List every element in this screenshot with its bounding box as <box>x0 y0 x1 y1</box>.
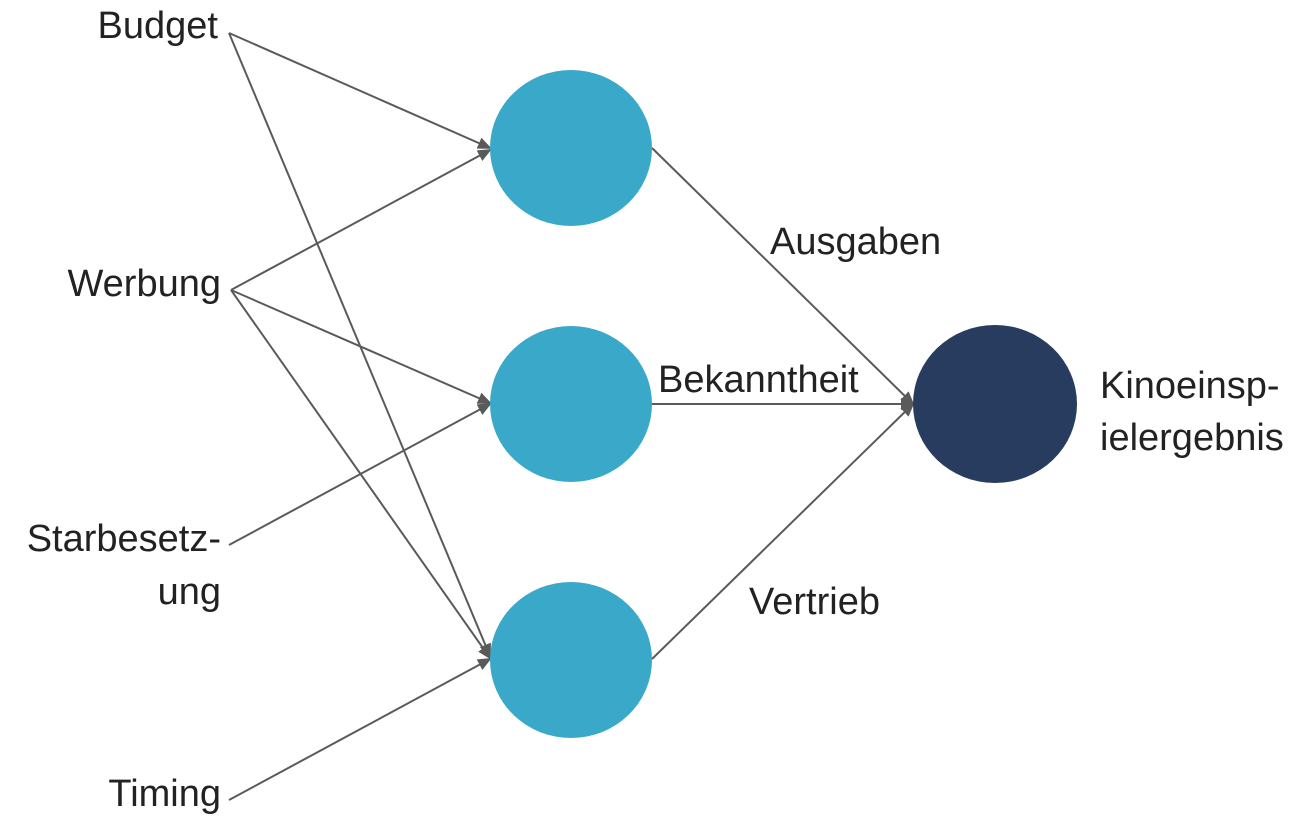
edge-timing-to-node-bottom <box>228 658 492 801</box>
output-node <box>913 325 1077 483</box>
edge-node-bottom-to-output <box>651 402 915 660</box>
mediator-label-bekanntheit: Bekanntheit <box>658 359 859 401</box>
edge-node-top-to-output <box>651 147 915 406</box>
input-label-budget: Budget <box>98 5 219 47</box>
edge-budget-to-node-top <box>228 32 492 149</box>
mediator-label-ausgaben: Ausgaben <box>770 221 941 263</box>
input-label-werbung: Werbung <box>67 263 221 305</box>
input-label-starbesetzung-line1: Starbesetz- <box>27 518 221 560</box>
mediator-label-vertrieb: Vertrieb <box>749 581 880 623</box>
edge-werbung-to-node-top <box>230 149 492 291</box>
output-label-line1: Kinoeinsp- <box>1100 365 1280 407</box>
edge-budget-to-node-bottom <box>228 32 491 658</box>
output-label-line2: ielergebnis <box>1100 417 1284 459</box>
input-label-starbesetzung-line2: ung <box>158 571 221 613</box>
hidden-node-top <box>490 70 652 226</box>
edge-werbung-to-node-middle <box>230 289 492 404</box>
edge-starbesetzung-to-node-middle <box>228 403 492 546</box>
input-label-timing: Timing <box>108 773 221 815</box>
hidden-node-bottom <box>490 582 652 738</box>
hidden-node-middle <box>490 326 652 482</box>
